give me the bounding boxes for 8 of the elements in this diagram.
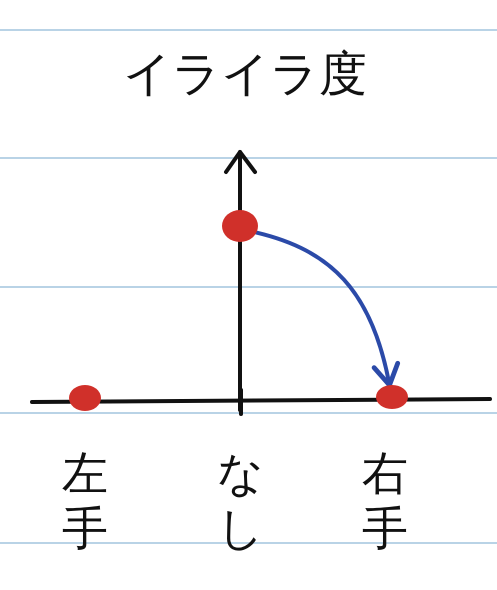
axis-title: イライラ度 xyxy=(123,45,367,104)
curved-arrow xyxy=(254,230,400,388)
category-label: 左手 xyxy=(62,446,108,556)
data-point-dot xyxy=(222,210,258,242)
data-point-dot xyxy=(376,385,408,409)
data-point-dot xyxy=(69,385,101,411)
category-label: なし xyxy=(217,446,263,556)
category-label: 右手 xyxy=(362,446,408,556)
